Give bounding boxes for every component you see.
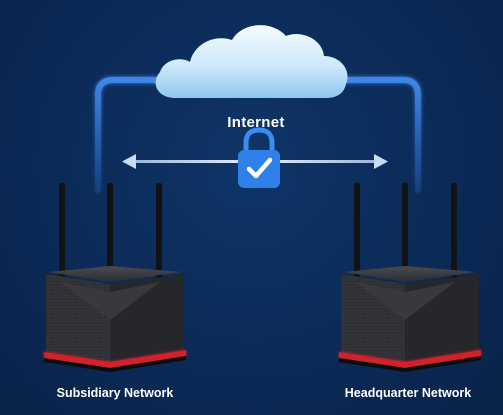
left-router	[44, 183, 186, 372]
right-router	[339, 183, 481, 372]
internet-label: Internet	[227, 114, 285, 131]
subsidiary-network-label: Subsidiary Network	[56, 386, 174, 400]
padlock-check-icon	[238, 127, 280, 188]
cloud-icon	[155, 25, 348, 98]
wifi-router-icon	[44, 183, 186, 372]
left-uplink-line	[95, 77, 183, 193]
right-uplink-line	[327, 77, 421, 193]
headquarter-network-label: Headquarter Network	[344, 386, 472, 400]
wifi-router-icon	[339, 183, 481, 372]
